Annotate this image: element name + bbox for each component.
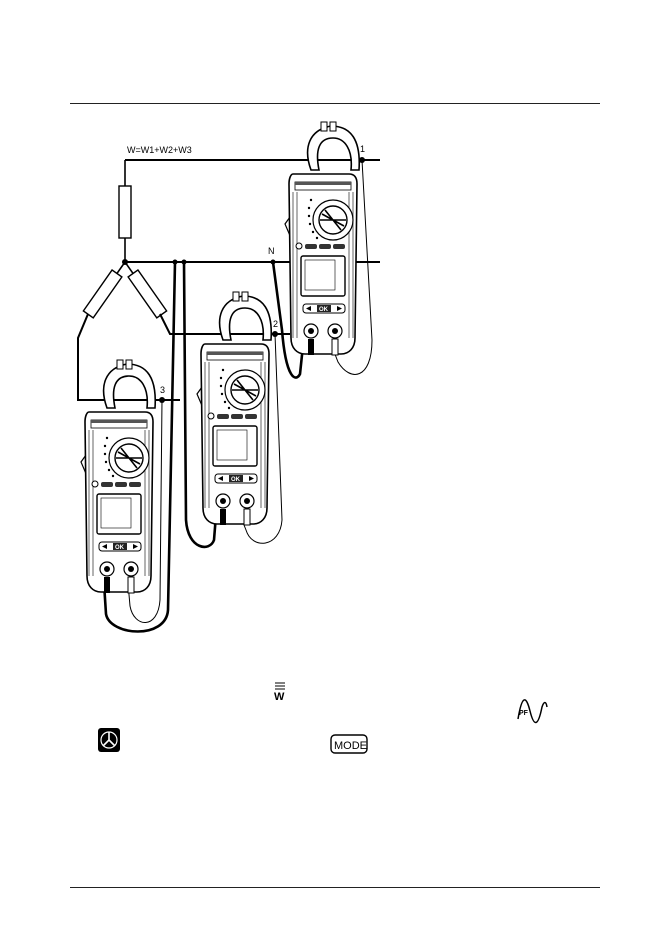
power-factor-icon: PF <box>516 699 548 725</box>
load-resistor-2 <box>83 259 130 318</box>
clamp-meter-2 <box>197 292 271 525</box>
bottom-rule <box>70 887 600 888</box>
mode-button-icon: MODE <box>330 734 368 754</box>
three-phase-icon <box>98 728 120 752</box>
svg-text:MODE: MODE <box>334 740 367 752</box>
clamp-meter-3 <box>81 360 155 593</box>
load-resistor-3 <box>120 259 167 318</box>
watt-icon: W <box>273 681 287 701</box>
load-resistor-1 <box>119 186 131 238</box>
phase-1-label: 1 <box>360 144 365 154</box>
phase-2-label: 2 <box>273 319 278 329</box>
svg-text:W: W <box>274 691 285 701</box>
svg-text:PF: PF <box>519 710 529 717</box>
formula-label: W=W1+W2+W3 <box>127 145 192 155</box>
phase-3-label: 3 <box>160 385 165 395</box>
clamp-meter-1 <box>285 122 359 355</box>
neutral-label: N <box>268 246 275 256</box>
